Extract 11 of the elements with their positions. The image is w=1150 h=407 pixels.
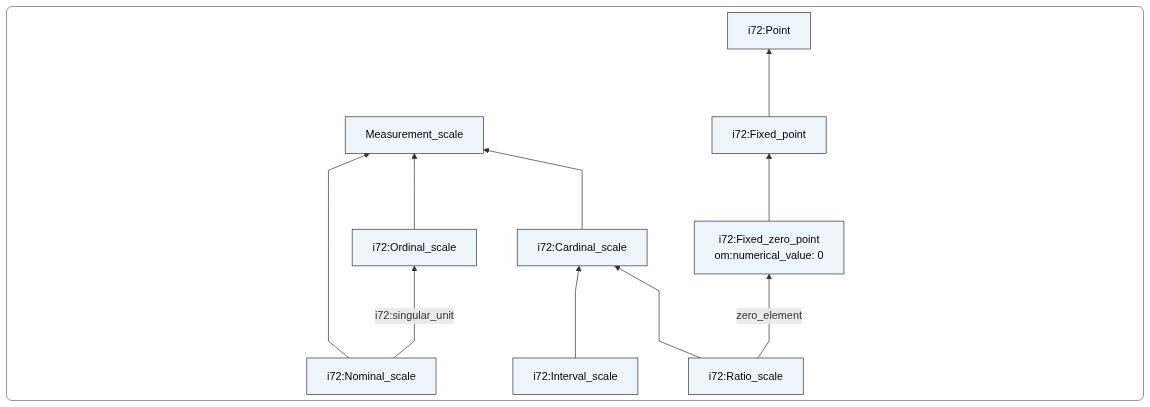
node-box: i72:Nominal_scale [306,357,436,395]
node-box: i72:Interval_scale [512,357,638,395]
node-box: i72:Point [726,12,811,50]
node-box: i72:Fixed_zero_point om:numerical_value: 0 [693,220,844,275]
node-box: i72:Fixed_point [711,116,827,154]
node-box: i72:Cardinal_scale [516,228,648,267]
edge-label: zero_element [735,309,802,322]
edge-label: i72:singular_unit [374,309,454,322]
node-box: Measurement_scale [344,116,484,154]
node-box: i72:Ratio_scale [687,357,804,395]
node-box: i72:Ordinal_scale [351,228,477,267]
